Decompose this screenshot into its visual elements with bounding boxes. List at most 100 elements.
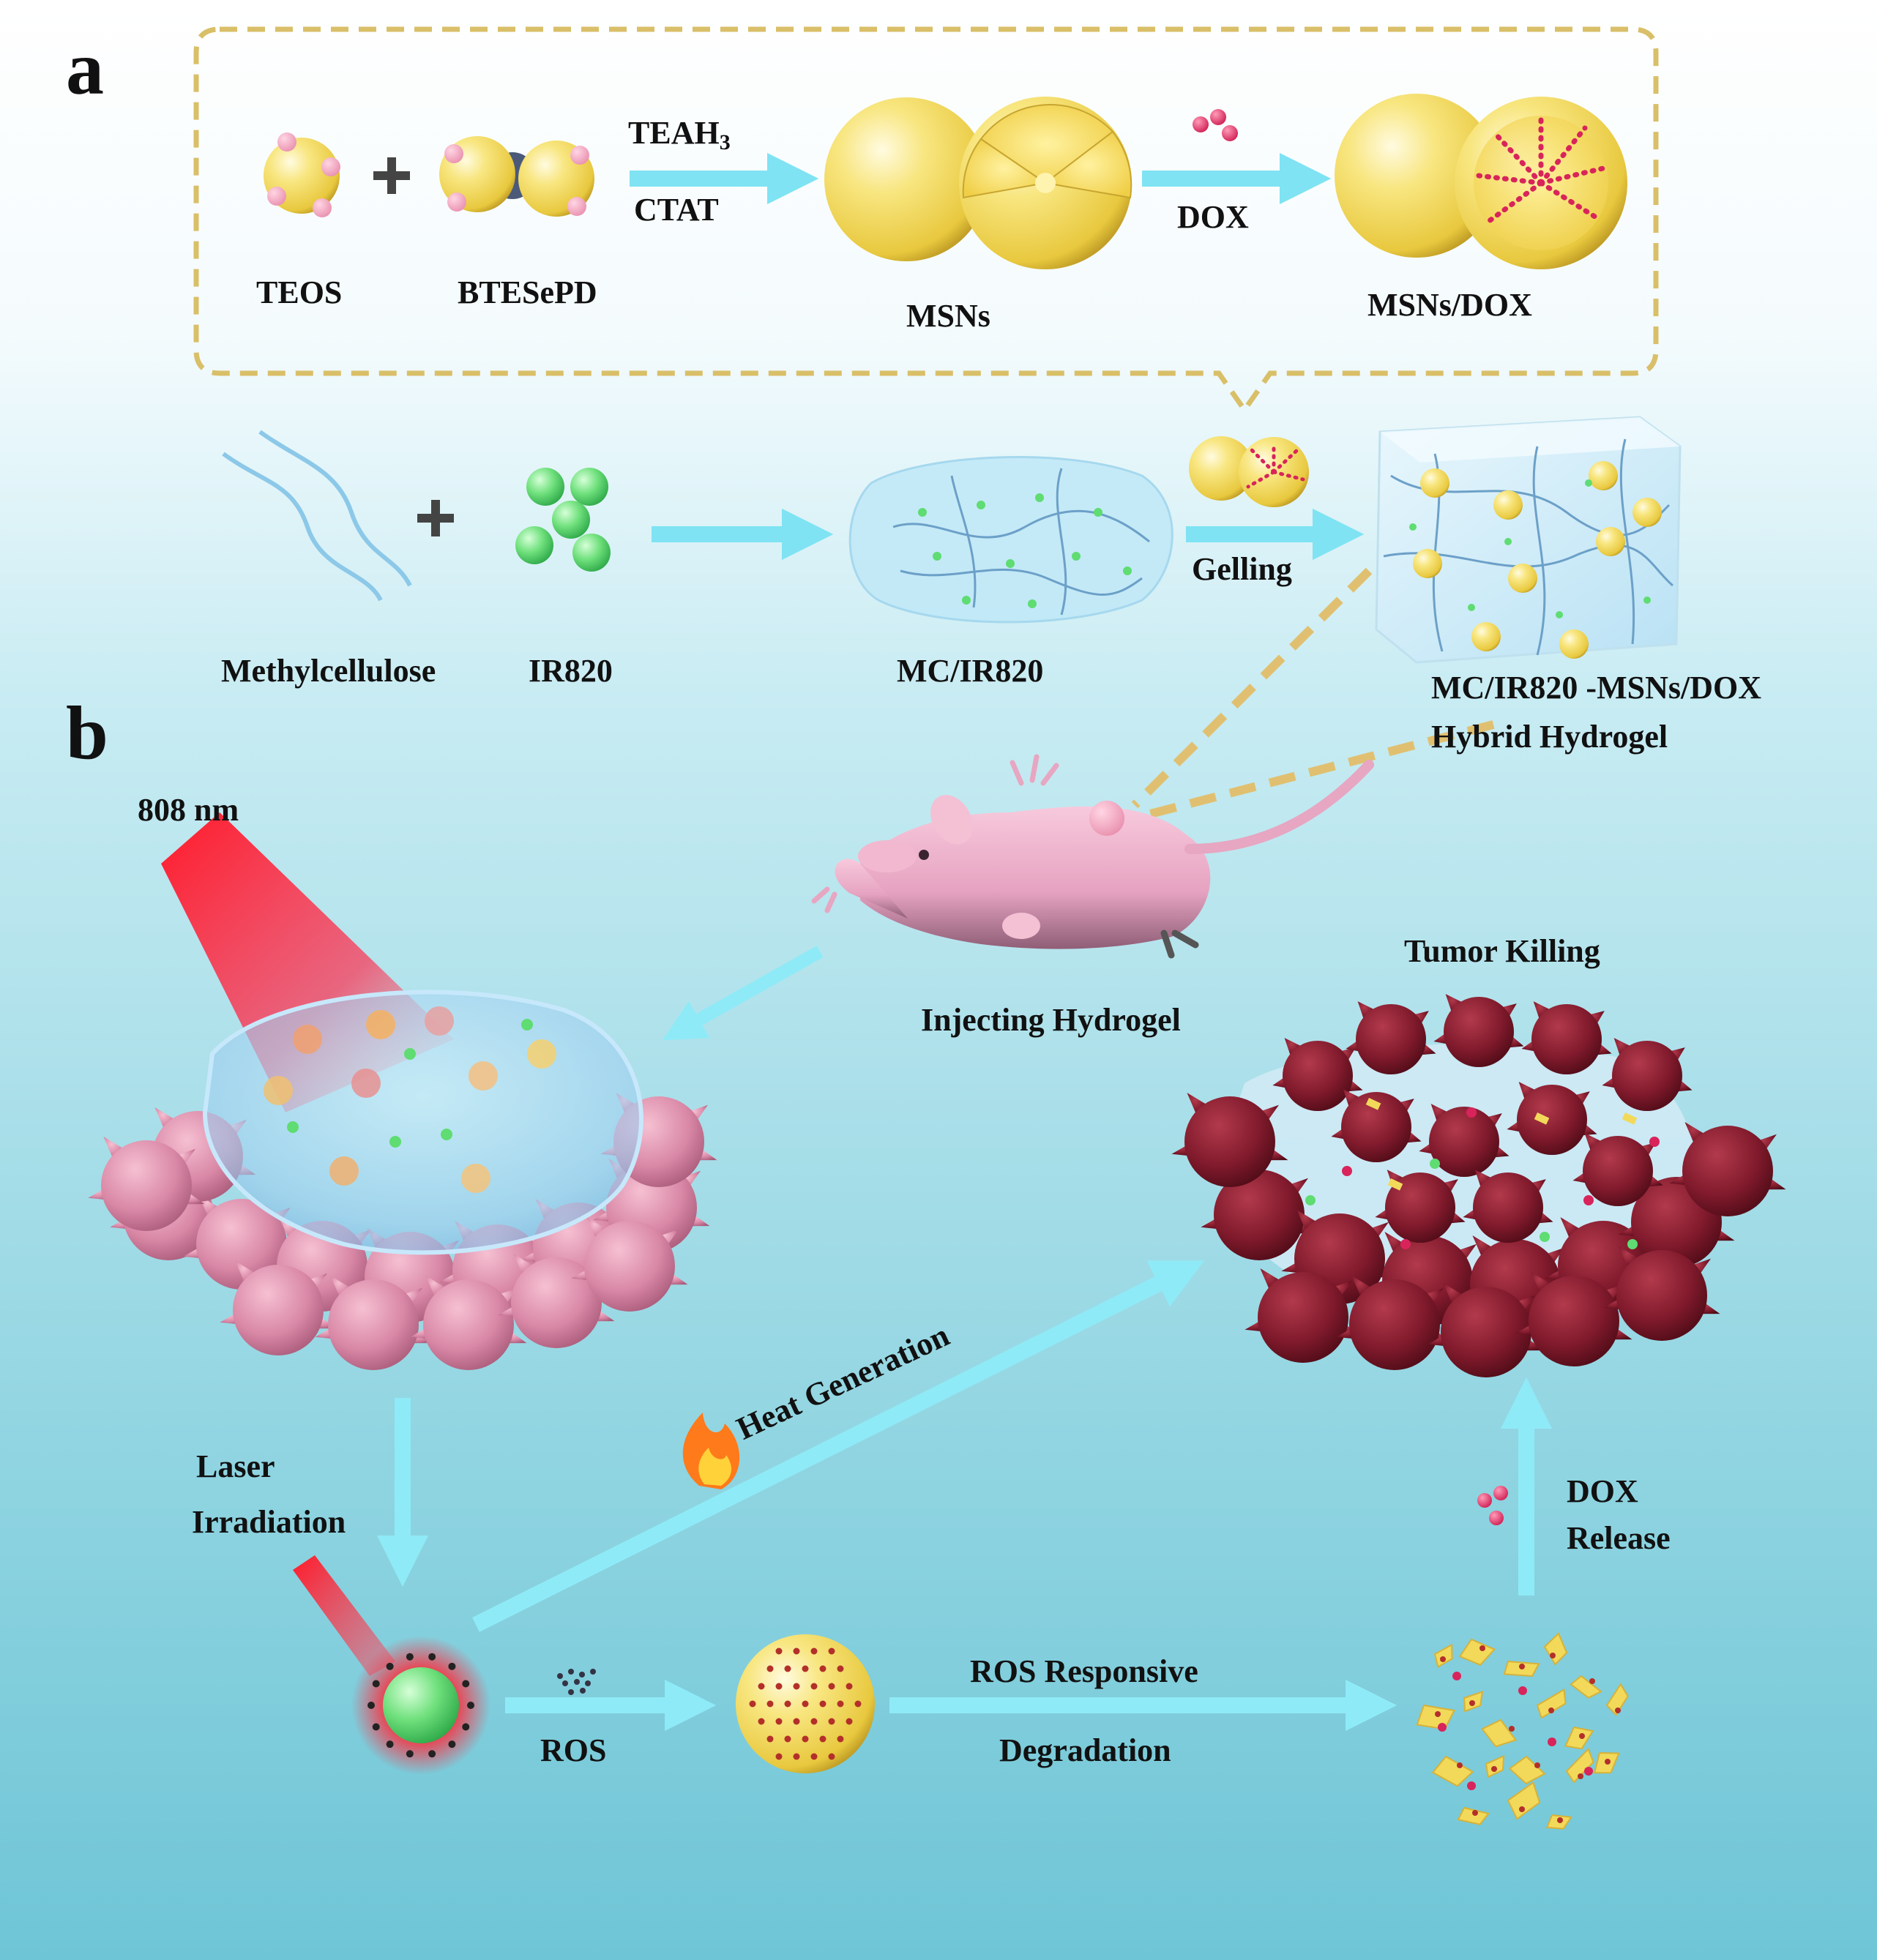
tumor-killing-cluster xyxy=(1171,994,1786,1377)
silica-fragment xyxy=(1543,1632,1568,1666)
injecting-hydrogel-label: Injecting Hydrogel xyxy=(921,1002,1181,1038)
silica-fragment xyxy=(1457,1806,1490,1825)
silica-fragment xyxy=(1433,1643,1453,1669)
pore xyxy=(766,1735,774,1743)
ros-dot xyxy=(428,1750,436,1758)
pore xyxy=(837,1700,844,1707)
pore xyxy=(1435,1711,1441,1717)
gel-particle xyxy=(293,1025,322,1054)
pore xyxy=(1578,1773,1583,1779)
dead-tumor-cell xyxy=(1346,1001,1436,1074)
ros-dot xyxy=(428,1653,436,1661)
dead-tumor-cell xyxy=(1463,1170,1553,1243)
pore xyxy=(810,1718,818,1725)
pore xyxy=(1550,1653,1556,1658)
pore xyxy=(1615,1707,1621,1713)
degradation-label: Degradation xyxy=(999,1732,1171,1768)
silica-fragment xyxy=(1431,1755,1474,1787)
pore xyxy=(775,1647,783,1655)
pore xyxy=(793,1753,800,1760)
plus-sign-2 xyxy=(417,500,454,536)
dox-molecule-icon xyxy=(1193,109,1238,141)
dox-dot xyxy=(1452,1672,1461,1680)
dead-tumor-cell xyxy=(1272,1038,1363,1111)
ros-dot xyxy=(386,1740,394,1748)
dox-dot xyxy=(1466,1107,1477,1118)
msn-in-gel xyxy=(1596,527,1625,556)
ir820-dot xyxy=(1540,1232,1550,1242)
ros-dot xyxy=(372,1723,380,1731)
pore xyxy=(775,1683,783,1690)
panel-label-b: b xyxy=(66,691,108,775)
dox-release-label-line1: DOX xyxy=(1567,1473,1638,1509)
gel-particle xyxy=(264,1076,293,1105)
dead-tumor-cell xyxy=(1375,1170,1466,1243)
dead-tumor-cell xyxy=(1572,1133,1663,1206)
pore xyxy=(749,1700,756,1707)
silica-fragment xyxy=(1458,1638,1496,1666)
teah3-subscript: 3 xyxy=(719,130,731,154)
dox-dot xyxy=(1342,1166,1352,1176)
tumor-cell xyxy=(88,1137,205,1231)
dead-tumor-cell xyxy=(1521,1001,1612,1074)
dox-dot xyxy=(1584,1767,1593,1776)
ros-dots-icon xyxy=(557,1669,596,1695)
dead-tumor-cell xyxy=(1419,1104,1510,1177)
ros-label: ROS xyxy=(540,1732,607,1768)
ir820-molecule-icon xyxy=(515,468,611,572)
methylcellulose-fibers-icon xyxy=(222,430,412,602)
gel-particle xyxy=(469,1061,498,1091)
pore xyxy=(1472,1810,1478,1816)
synthesis-callout-box xyxy=(193,26,1659,415)
ros-dot xyxy=(386,1662,394,1670)
dead-tumor-cell xyxy=(1507,1082,1597,1155)
mc-ir820-gel-icon xyxy=(848,456,1173,624)
pore xyxy=(819,1665,826,1672)
gelling-label: Gelling xyxy=(1192,551,1292,587)
pore xyxy=(758,1718,765,1725)
pore xyxy=(775,1718,783,1725)
dox-label: DOX xyxy=(1177,199,1249,235)
pore xyxy=(1589,1678,1595,1684)
gel-particle xyxy=(461,1164,490,1193)
tumor-killing-label: Tumor Killing xyxy=(1404,933,1600,969)
fragment xyxy=(1365,1098,1381,1110)
ros-dot xyxy=(406,1750,414,1758)
msn-in-gel xyxy=(1508,564,1537,593)
plus-sign-1 xyxy=(373,157,410,194)
pore xyxy=(1479,1645,1485,1651)
pore xyxy=(828,1683,835,1690)
pore xyxy=(793,1718,800,1725)
msns-dox-label: MSNs/DOX xyxy=(1367,287,1532,323)
msns-label: MSNs xyxy=(906,298,990,334)
pore xyxy=(837,1735,844,1743)
pore xyxy=(810,1647,818,1655)
pore xyxy=(1534,1762,1540,1768)
pore xyxy=(846,1718,853,1725)
laser-wavelength-label: 808 nm xyxy=(138,792,239,828)
gel-particle xyxy=(351,1069,381,1098)
hybrid-hydrogel-label-line1: MC/IR820 -MSNs/DOX xyxy=(1431,670,1761,706)
dox-release-label-line2: Release xyxy=(1567,1520,1671,1556)
msn-in-gel xyxy=(1420,468,1449,498)
pore xyxy=(1519,1806,1525,1812)
pore xyxy=(1491,1766,1497,1772)
pore xyxy=(1605,1759,1611,1765)
pore xyxy=(1579,1733,1585,1739)
ir820-dot xyxy=(1627,1239,1638,1249)
pore xyxy=(810,1753,818,1760)
msn-in-gel xyxy=(1413,549,1442,578)
silica-fragment xyxy=(1564,1726,1594,1750)
heat-generation-arrow xyxy=(472,1260,1205,1632)
dead-tumor-cell xyxy=(1171,1093,1288,1187)
methylcellulose-label: Methylcellulose xyxy=(221,653,436,689)
tumor-cell xyxy=(571,1217,688,1312)
silica-fragment xyxy=(1507,1781,1541,1820)
pore xyxy=(802,1665,809,1672)
laser-irradiation-label-line2: Irradiation xyxy=(192,1504,346,1540)
gel-particle xyxy=(329,1156,359,1186)
pore xyxy=(766,1665,774,1672)
gel-particle xyxy=(425,1006,454,1036)
pore xyxy=(793,1683,800,1690)
